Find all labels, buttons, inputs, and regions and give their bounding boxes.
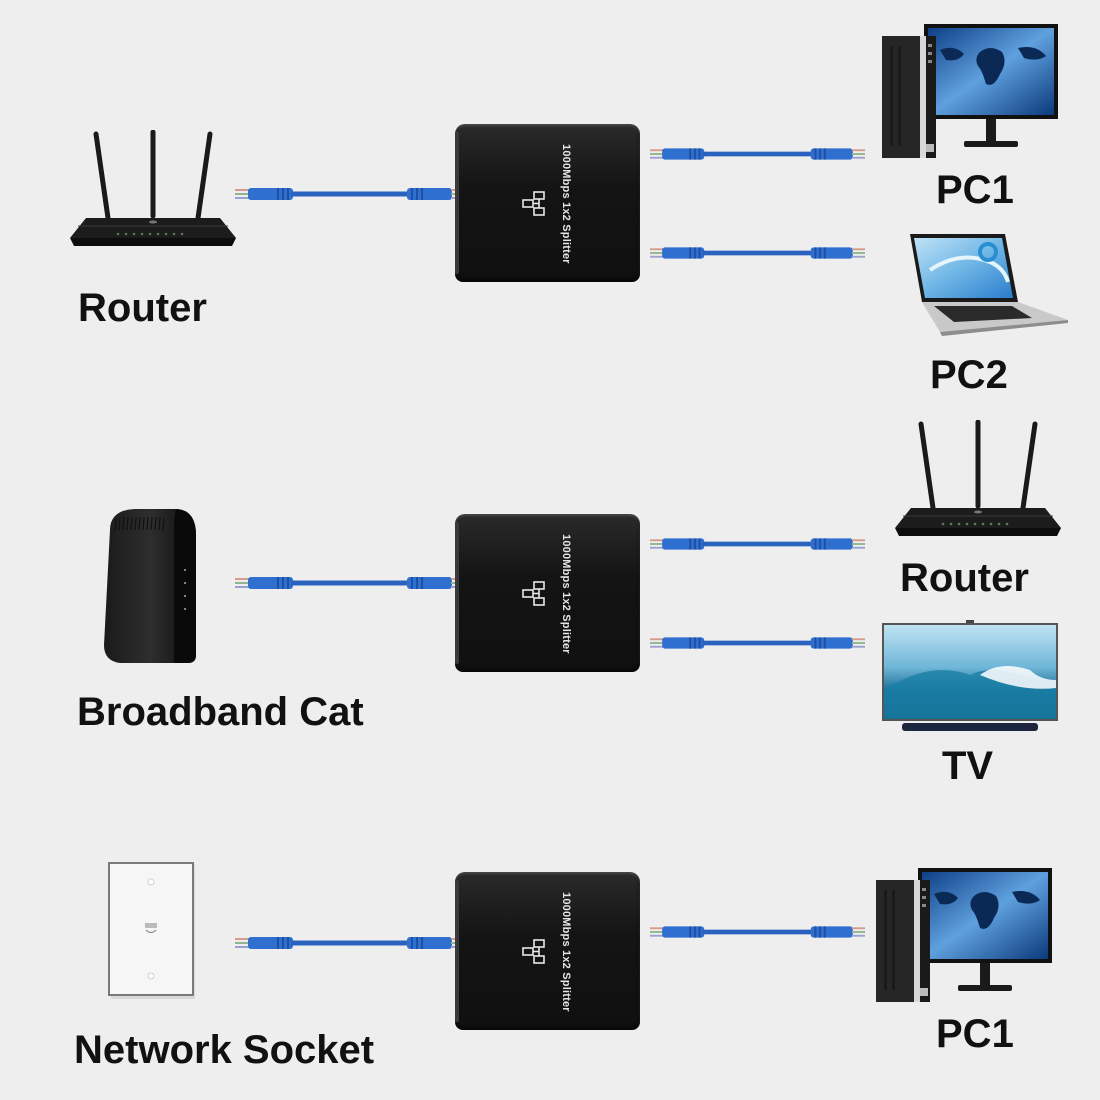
input-label: Network Socket — [74, 1028, 375, 1072]
network-topology-icon — [521, 190, 547, 218]
output-label: TV — [942, 744, 994, 788]
splitter-text: 1000Mbps 1x2 Splitter — [560, 892, 572, 1012]
tv-icon — [880, 620, 1060, 735]
ethernet-cable — [650, 924, 865, 940]
output-label: Router — [900, 556, 1029, 600]
splitter-text: 1000Mbps 1x2 Splitter — [560, 144, 572, 264]
input-label: Broadband Cat — [77, 690, 364, 734]
wall-socket-icon — [108, 862, 198, 1002]
network-topology-icon — [521, 938, 547, 966]
modem-icon — [100, 505, 200, 665]
ethernet-cable — [235, 575, 465, 591]
ethernet-cable — [650, 635, 865, 651]
input-label: Router — [78, 286, 207, 330]
output-label: PC1 — [936, 168, 1014, 212]
wifi-router-icon — [893, 420, 1063, 540]
output-label: PC1 — [936, 1012, 1014, 1056]
wifi-router-icon — [68, 130, 238, 250]
ethernet-cable — [235, 935, 465, 951]
desktop-pc-icon — [874, 866, 1054, 1006]
output-label: PC2 — [930, 353, 1008, 397]
ethernet-cable — [650, 245, 865, 261]
ethernet-cable — [650, 536, 865, 552]
splitter-device: 1000Mbps 1x2 Splitter — [455, 514, 640, 672]
laptop-icon — [900, 230, 1070, 340]
desktop-pc-icon — [880, 22, 1060, 162]
splitter-text: 1000Mbps 1x2 Splitter — [560, 534, 572, 654]
ethernet-cable — [650, 146, 865, 162]
splitter-device: 1000Mbps 1x2 Splitter — [455, 124, 640, 282]
splitter-device: 1000Mbps 1x2 Splitter — [455, 872, 640, 1030]
ethernet-cable — [235, 186, 465, 202]
network-topology-icon — [521, 580, 547, 608]
